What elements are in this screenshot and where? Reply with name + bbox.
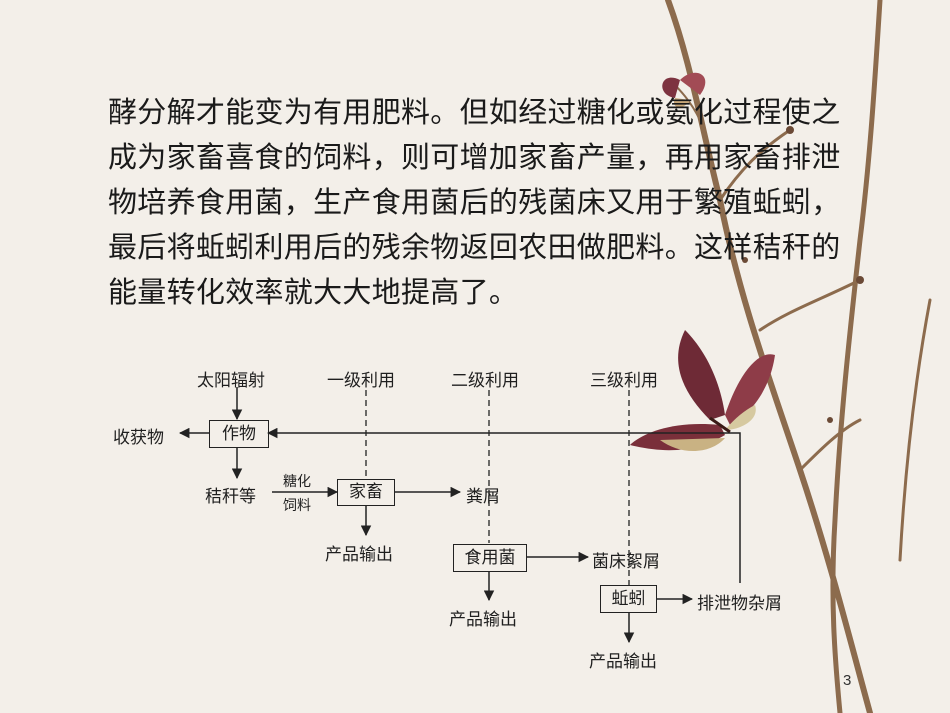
label-product-output-1: 产品输出 (325, 545, 393, 565)
label-product-output-2: 产品输出 (449, 610, 517, 630)
label-straw: 秸秆等 (205, 487, 256, 507)
label-harvest: 收获物 (113, 428, 164, 448)
small-butterfly (662, 72, 706, 108)
label-level-1: 一级利用 (327, 371, 395, 391)
box-livestock: 家畜 (337, 479, 395, 506)
box-earthworm: 蚯蚓 (600, 585, 657, 613)
box-edible-fungus: 食用菌 (453, 544, 527, 572)
box-crop: 作物 (209, 420, 269, 448)
page-number: 3 (843, 672, 852, 689)
label-excreta: 排泄物杂屑 (697, 594, 782, 614)
label-solar-radiation: 太阳辐射 (197, 371, 265, 391)
paragraph-line: 成为家畜喜食的饲料，则可增加家畜产量，再用家畜排泄 (108, 140, 841, 174)
body-paragraph: 酵分解才能变为有用肥料。但如经过糖化或氨化过程使之 成为家畜喜食的饲料，则可增加… (108, 90, 908, 315)
paragraph-line: 酵分解才能变为有用肥料。但如经过糖化或氨化过程使之 (108, 95, 841, 129)
label-feed: 饲料 (283, 498, 311, 514)
paragraph-line: 能量转化效率就大大地提高了。 (108, 275, 519, 309)
label-manure: 粪屑 (466, 487, 500, 507)
label-level-2: 二级利用 (451, 371, 519, 391)
label-bed-residue: 菌床絮屑 (592, 552, 660, 572)
paragraph-line: 物培养食用菌，生产食用菌后的残菌床又用于繁殖蚯蚓， (108, 185, 841, 219)
label-product-output-3: 产品输出 (589, 652, 657, 672)
label-saccharification: 糖化 (283, 474, 311, 490)
paragraph-line: 最后将蚯蚓利用后的残余物返回农田做肥料。这样秸秆的 (108, 230, 841, 264)
large-butterfly (630, 330, 775, 452)
label-level-3: 三级利用 (590, 371, 658, 391)
